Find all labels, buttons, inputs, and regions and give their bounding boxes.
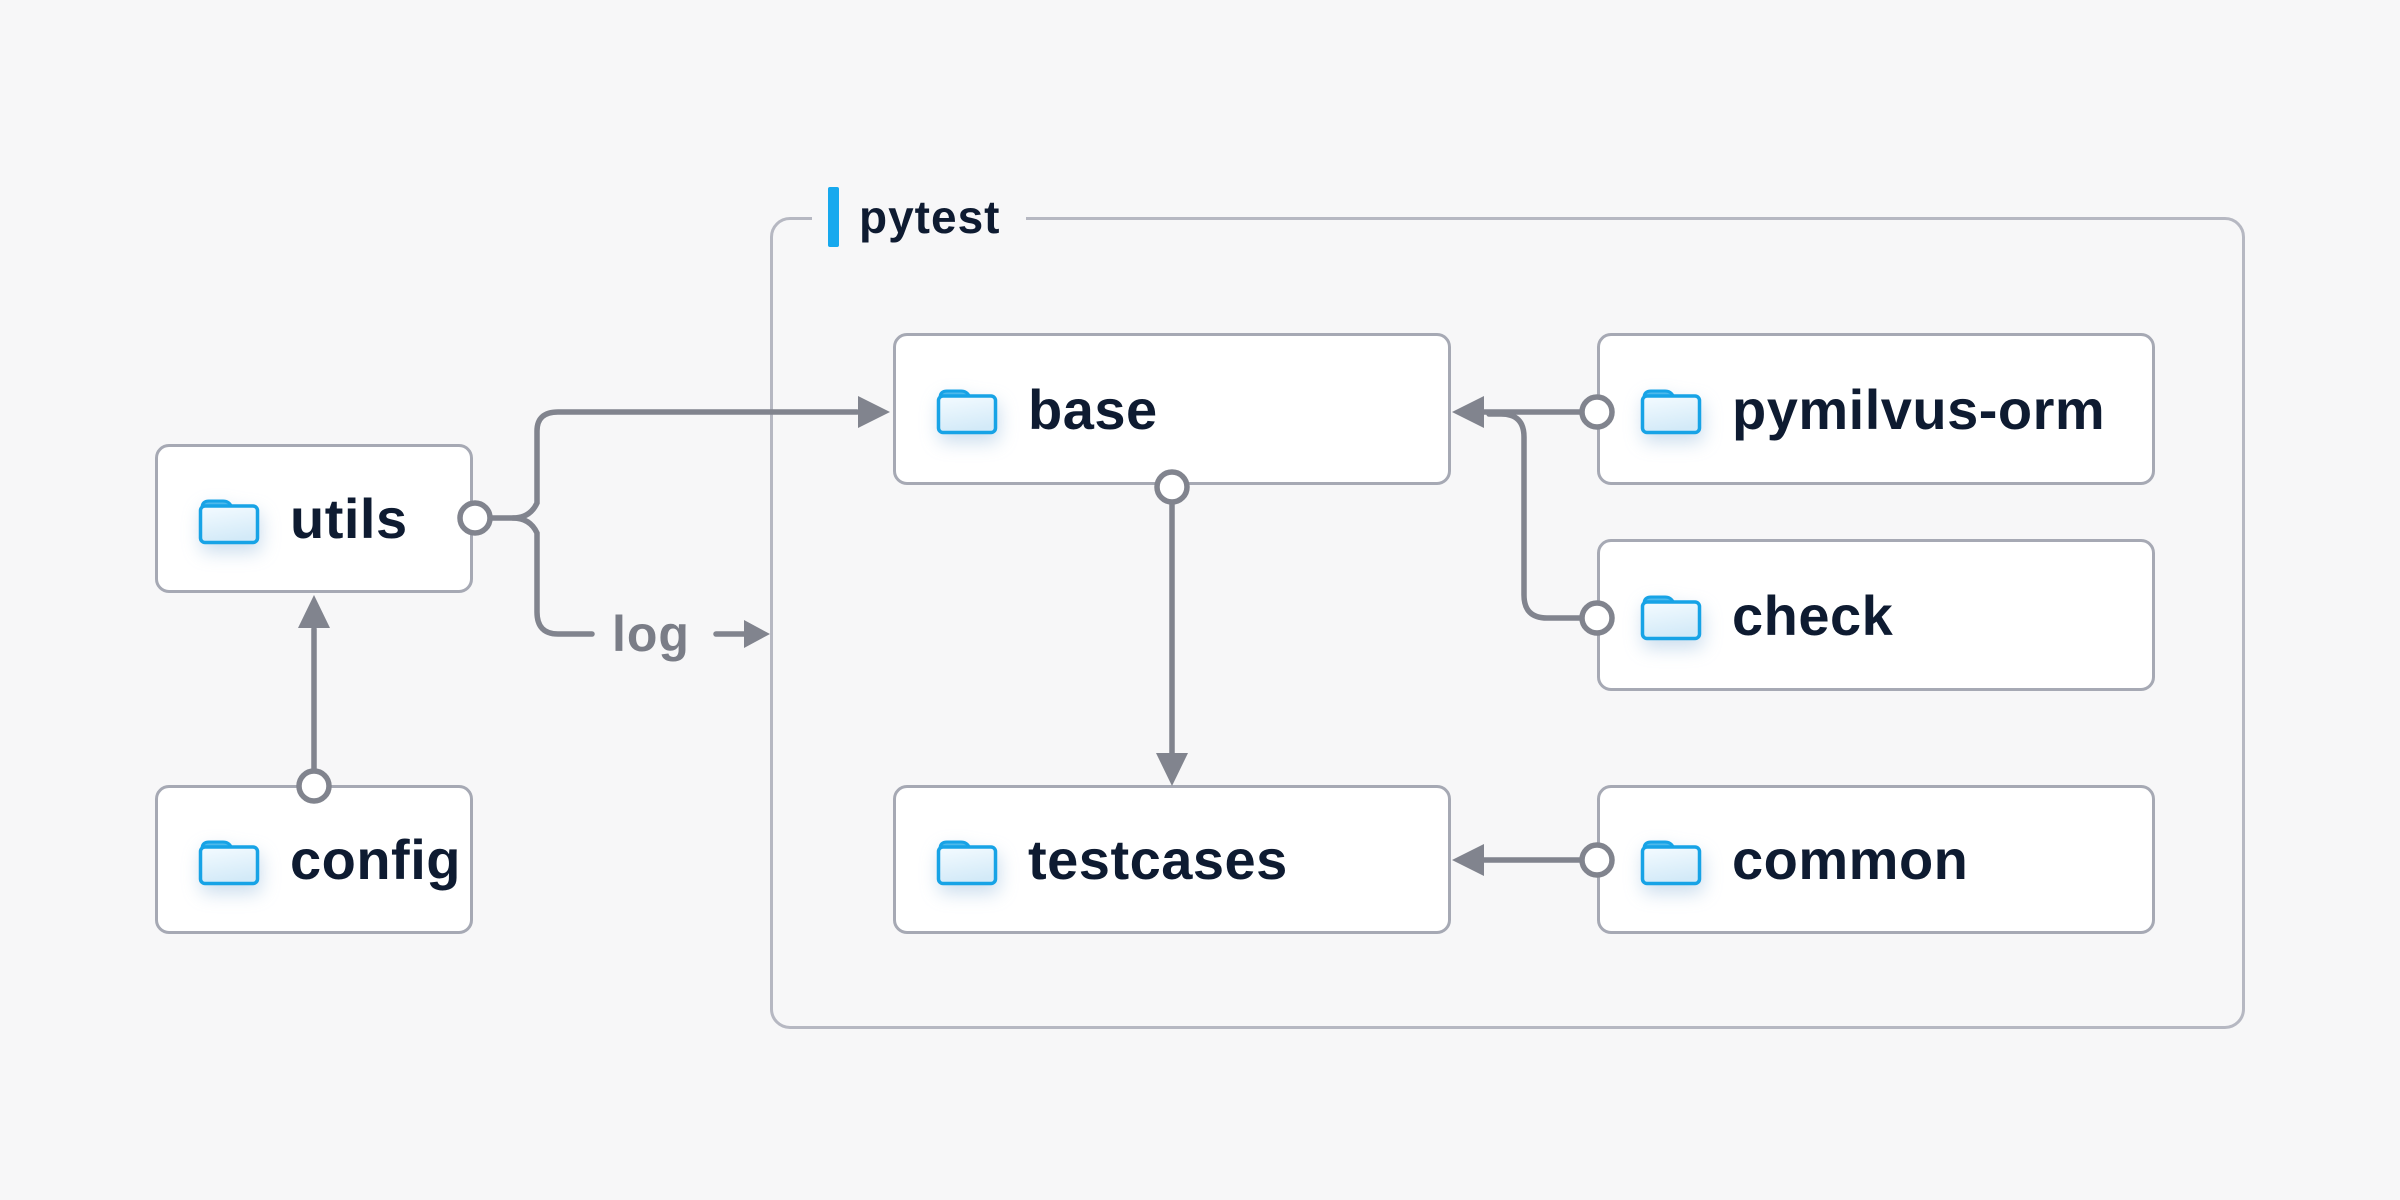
node-label: common — [1732, 828, 1969, 891]
folder-icon — [936, 389, 998, 435]
folder-icon — [198, 499, 260, 544]
arrowhead-log-small — [744, 620, 770, 648]
folder-icon — [198, 840, 260, 885]
arrowhead-up-into-utils — [298, 595, 330, 628]
node-label: utils — [290, 487, 408, 550]
pytest-group-title: pytest — [859, 191, 1001, 243]
folder-icon — [1640, 389, 1702, 435]
node-pymilvus-orm: pymilvus-orm — [1597, 333, 2155, 485]
pytest-group-box — [770, 217, 2245, 1029]
node-utils: utils — [155, 444, 473, 593]
accent-bar — [828, 187, 839, 247]
node-config: config — [155, 785, 473, 934]
folder-icon — [1640, 840, 1702, 885]
edge-label-log: log — [612, 606, 690, 662]
node-label: testcases — [1028, 828, 1288, 891]
node-testcases: testcases — [893, 785, 1451, 934]
folder-icon — [936, 840, 998, 885]
pytest-group-label: pytest — [812, 184, 1027, 250]
node-common: common — [1597, 785, 2155, 934]
node-label: base — [1028, 377, 1158, 441]
node-base: base — [893, 333, 1451, 485]
node-label: check — [1732, 583, 1894, 647]
edge-utils-to-log-line — [510, 515, 595, 637]
node-check: check — [1597, 539, 2155, 691]
folder-icon — [1640, 595, 1702, 641]
node-label: config — [290, 828, 461, 891]
node-label: pymilvus-orm — [1732, 377, 2106, 441]
